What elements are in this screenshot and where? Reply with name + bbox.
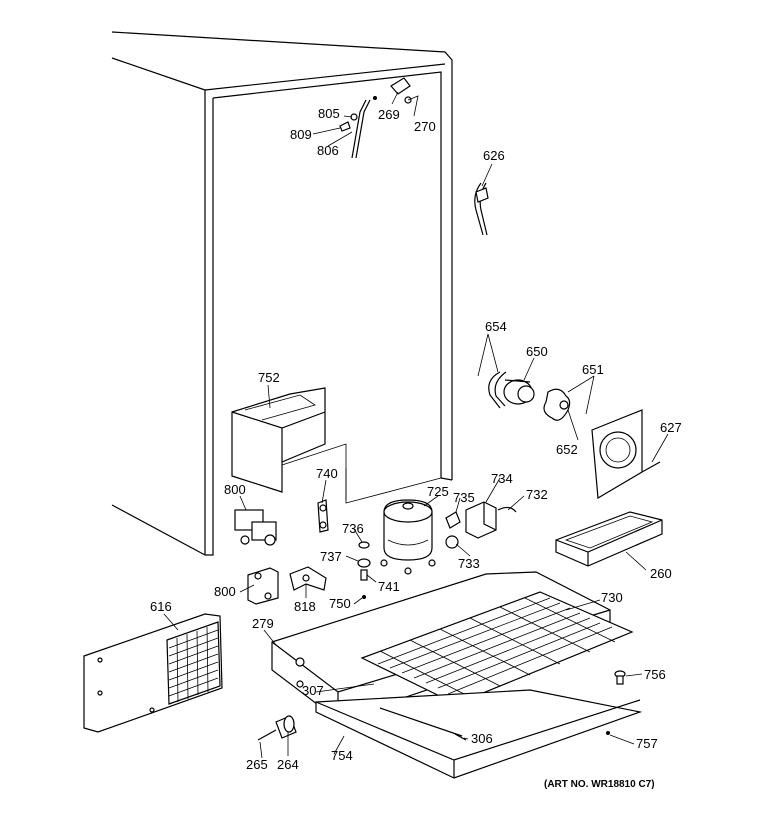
fan-shroud xyxy=(591,409,661,500)
callout-809: 809 xyxy=(290,127,312,142)
rear-grille xyxy=(83,613,223,733)
callout-818: 818 xyxy=(294,599,316,614)
callout-806: 806 xyxy=(317,143,339,158)
callout-741: 741 xyxy=(378,579,400,594)
callout-733: 733 xyxy=(458,556,480,571)
cabinet xyxy=(111,31,453,556)
callout-270: 270 xyxy=(414,119,436,134)
callout-labels: 805 269 270 809 806 626 654 650 651 627 … xyxy=(150,106,682,772)
callout-756: 756 xyxy=(644,667,666,682)
callout-616: 616 xyxy=(150,599,172,614)
callout-725: 725 xyxy=(427,484,449,499)
callout-740: 740 xyxy=(316,466,338,481)
fan-bracket-654 xyxy=(488,371,507,409)
callout-654: 654 xyxy=(485,319,507,334)
callout-737: 737 xyxy=(320,549,342,564)
relay-overload xyxy=(445,501,517,549)
callout-279: 279 xyxy=(252,616,274,631)
water-valve xyxy=(234,509,277,546)
drain-tube xyxy=(474,182,489,236)
callout-265: 265 xyxy=(246,757,268,772)
callout-757: 757 xyxy=(636,736,658,751)
water-tube-assembly xyxy=(339,77,412,159)
callout-307: 307 xyxy=(302,683,324,698)
callout-734: 734 xyxy=(491,471,513,486)
callout-306: 306 xyxy=(471,731,493,746)
callout-750: 750 xyxy=(329,596,351,611)
callout-800-lower: 800 xyxy=(214,584,236,599)
callout-260: 260 xyxy=(650,566,672,581)
drain-tray xyxy=(315,689,643,779)
callout-269: 269 xyxy=(378,107,400,122)
callout-752: 752 xyxy=(258,370,280,385)
leveling-foot xyxy=(614,670,626,685)
roller-assembly xyxy=(257,715,297,741)
callout-805: 805 xyxy=(318,106,340,121)
art-number: (ART NO. WR18810 C7) xyxy=(544,779,655,790)
callout-732: 732 xyxy=(526,487,548,502)
fan-blade xyxy=(543,388,571,421)
callout-754: 754 xyxy=(331,748,353,763)
callout-650: 650 xyxy=(526,344,548,359)
leader-lines xyxy=(163,91,669,759)
callout-736: 736 xyxy=(342,521,364,536)
callout-627: 627 xyxy=(660,420,682,435)
callout-735: 735 xyxy=(453,490,475,505)
compressor xyxy=(380,499,436,575)
screw-306 xyxy=(454,733,467,741)
drain-pan xyxy=(555,511,663,567)
callout-730: 730 xyxy=(601,590,623,605)
condenser xyxy=(360,591,634,705)
harness-clip xyxy=(317,499,329,533)
callout-652: 652 xyxy=(556,442,578,457)
callout-651: 651 xyxy=(582,362,604,377)
compressor-cover xyxy=(231,387,347,500)
condenser-fan-motor xyxy=(503,379,535,405)
callout-800-upper: 800 xyxy=(224,482,246,497)
callout-626: 626 xyxy=(483,148,505,163)
mounting-grommets xyxy=(357,541,371,599)
callout-264: 264 xyxy=(277,757,299,772)
bracket-818 xyxy=(289,566,327,591)
valve-bracket xyxy=(247,567,279,605)
